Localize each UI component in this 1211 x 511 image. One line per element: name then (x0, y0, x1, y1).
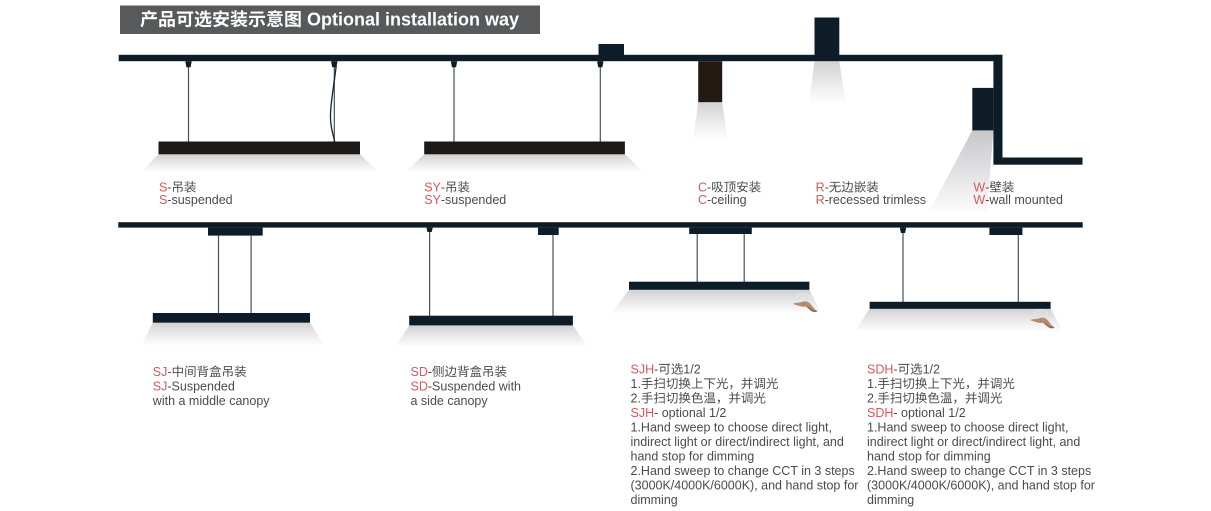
svg-text:-: - (985, 181, 989, 195)
svg-text:1/2: 1/2 (923, 363, 940, 377)
svg-text:1.Hand sweep to choose direct: 1.Hand sweep to choose direct light, (631, 421, 833, 435)
svg-text:-Suspended with: -Suspended with (428, 380, 521, 394)
svg-text:dimming: dimming (867, 493, 914, 507)
svg-text:2.: 2. (631, 392, 641, 406)
svg-text:-recessed trimless: -recessed trimless (825, 193, 926, 207)
svg-text:-: - (707, 181, 711, 195)
svg-text:with a middle canopy: with a middle canopy (152, 394, 270, 408)
svg-text:(3000K/4000K/6000K), and hand: (3000K/4000K/6000K), and hand stop for (867, 479, 1095, 493)
svg-text:-: - (441, 181, 445, 195)
svg-text:a side canopy: a side canopy (411, 394, 489, 408)
svg-text:indirect light or direct/indir: indirect light or direct/indirect light,… (867, 435, 1080, 449)
svg-text:SDH: SDH (867, 363, 893, 377)
svg-text:1.: 1. (631, 377, 641, 391)
svg-text:-: - (167, 181, 171, 195)
svg-text:S: S (159, 181, 167, 195)
svg-text:W: W (973, 181, 985, 195)
svg-text:- optional 1/2: - optional 1/2 (893, 406, 965, 420)
svg-text:SD: SD (411, 365, 428, 379)
svg-text:-: - (825, 181, 829, 195)
svg-text:(3000K/4000K/6000K), and hand: (3000K/4000K/6000K), and hand stop for (631, 479, 859, 493)
svg-text:2.Hand sweep to change CCT in: 2.Hand sweep to change CCT in 3 steps (631, 464, 855, 478)
svg-text:W: W (973, 193, 985, 207)
svg-text:C: C (698, 193, 707, 207)
svg-text:hand stop for dimming: hand stop for dimming (867, 450, 991, 464)
svg-text:-: - (428, 365, 432, 379)
svg-text:2.: 2. (867, 392, 877, 406)
svg-text:1/2: 1/2 (683, 363, 700, 377)
svg-text:-ceiling: -ceiling (707, 193, 747, 207)
svg-text:-suspended: -suspended (167, 193, 232, 207)
svg-text:SDH: SDH (867, 406, 893, 420)
svg-text:hand stop for dimming: hand stop for dimming (631, 450, 755, 464)
svg-text:-Suspended: -Suspended (167, 380, 234, 394)
svg-text:R: R (816, 193, 825, 207)
svg-text:SJH: SJH (631, 363, 655, 377)
svg-text:SJ: SJ (153, 365, 168, 379)
svg-text:indirect light or direct/indir: indirect light or direct/indirect light,… (631, 435, 844, 449)
svg-text:-: - (654, 363, 658, 377)
svg-text:- optional 1/2: - optional 1/2 (654, 406, 726, 420)
svg-text:-suspended: -suspended (441, 193, 506, 207)
svg-text:-: - (893, 363, 897, 377)
svg-text:2.Hand sweep to change CCT in: 2.Hand sweep to change CCT in 3 steps (867, 464, 1091, 478)
svg-text:-: - (167, 365, 171, 379)
svg-text:C: C (698, 181, 707, 195)
svg-text:dimming: dimming (631, 493, 678, 507)
svg-text:SJ: SJ (153, 380, 168, 394)
svg-text:SD: SD (411, 380, 428, 394)
svg-text:SJH: SJH (631, 406, 655, 420)
svg-text:Optional installation way: Optional installation way (302, 10, 519, 30)
svg-text:SY: SY (424, 181, 441, 195)
svg-text:S: S (159, 193, 167, 207)
svg-text:SY: SY (424, 193, 441, 207)
svg-text:1.Hand sweep to choose direct: 1.Hand sweep to choose direct light, (867, 421, 1069, 435)
svg-text:1.: 1. (867, 377, 877, 391)
svg-text:R: R (816, 181, 825, 195)
svg-text:-wall mounted: -wall mounted (985, 193, 1063, 207)
